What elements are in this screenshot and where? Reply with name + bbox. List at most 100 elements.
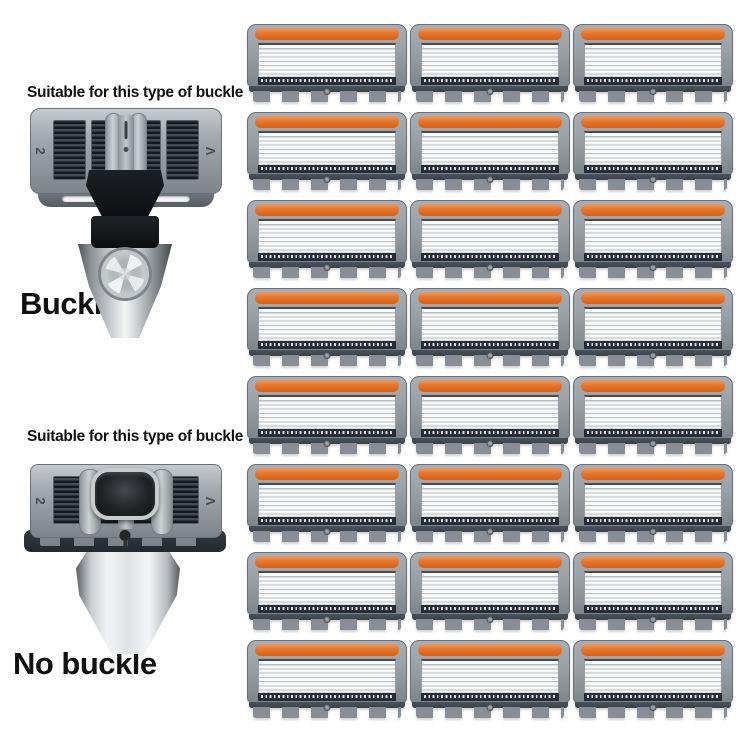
blade-stack [421,307,559,341]
clip-base [575,438,731,454]
razor-cartridge [247,552,407,630]
clip-base [412,350,568,366]
razor-cartridge [247,288,407,366]
clip-base [575,526,731,542]
clip-base [412,614,568,630]
buckle-connector [86,170,164,216]
clip-base [575,614,731,630]
razor-cartridge [410,376,570,454]
blade-stack [258,659,396,693]
base-tabs [416,531,564,542]
lubrication-strip [255,204,399,216]
clip-base [249,614,405,630]
pivot-dot [649,528,657,535]
pivot-dot [323,704,331,711]
pivot-dot [649,440,657,447]
guard-teeth [584,165,722,173]
center-divider [118,115,134,185]
head-socket [91,468,159,520]
guard-teeth [258,253,396,261]
guard-teeth [421,253,559,261]
base-tabs [416,179,564,190]
clip-base [249,438,405,454]
blade-stack [421,571,559,605]
lubrication-strip [581,556,725,568]
guard-teeth [421,517,559,525]
lubrication-strip [581,204,725,216]
lubrication-strip [581,468,725,480]
pivot-dot [486,528,494,535]
cartridge-row [247,288,733,366]
lubrication-strip [255,116,399,128]
lubrication-strip [418,116,562,128]
cartridge-row [247,464,733,542]
razor-cartridge [410,24,570,102]
base-tabs [416,707,564,718]
razor-cartridge [410,288,570,366]
lubrication-strip [418,468,562,480]
cartridge-row [247,552,733,630]
pivot-dot [486,440,494,447]
guard-teeth [584,429,722,437]
buckle-figure: 2 V [18,104,232,338]
base-tabs [253,707,401,718]
lubrication-strip [581,292,725,304]
base-tabs [253,619,401,630]
razor-cartridge [247,464,407,542]
guard-teeth [258,341,396,349]
cartridge-marking: V [203,496,219,506]
blade-stack [258,307,396,341]
lubrication-strip [581,116,725,128]
pivot-dot [649,88,657,95]
buckle-caption: Suitable for this type of buckle [27,84,244,101]
razor-cartridge [573,640,733,718]
lubrication-strip [418,28,562,40]
razor-cartridge [247,376,407,454]
base-tabs [579,179,727,190]
base-tabs [253,91,401,102]
base-tabs [416,443,564,454]
head-keyhole [119,530,131,541]
lubrication-strip [581,644,725,656]
guard-teeth [258,77,396,85]
guard-teeth [421,429,559,437]
pivot-dot [486,704,494,711]
base-tabs [253,179,401,190]
release-button [101,250,149,298]
base-tabs [253,267,401,278]
clip-base [412,262,568,278]
blade-stack [421,219,559,253]
guard-teeth [258,693,396,701]
pivot-dot [649,176,657,183]
base-tabs [416,355,564,366]
lubrication-strip [255,292,399,304]
razor-cartridge [247,24,407,102]
pivot-dot [323,352,331,359]
base-tabs [579,707,727,718]
blade-stack [584,43,722,77]
bristle-panel [53,120,86,180]
blade-stack [584,395,722,429]
clip-base [249,262,405,278]
cartridge-row [247,376,733,454]
pivot-dot [323,88,331,95]
lubrication-strip [255,468,399,480]
razor-cartridge [573,376,733,454]
guard-teeth [421,77,559,85]
blade-stack [421,131,559,165]
base-tabs [253,443,401,454]
clip-base [575,702,731,718]
base-tabs [579,531,727,542]
blade-stack [258,219,396,253]
cartridge-row [247,24,733,102]
guard-teeth [421,341,559,349]
blade-stack [584,219,722,253]
guard-teeth [258,605,396,613]
cartridge-grid [247,24,733,718]
guard-teeth [258,165,396,173]
blade-stack [258,483,396,517]
razor-cartridge [410,464,570,542]
clip-base [575,262,731,278]
razor-cartridge [410,112,570,190]
no-buckle-caption: Suitable for this type of buckle [27,428,244,445]
